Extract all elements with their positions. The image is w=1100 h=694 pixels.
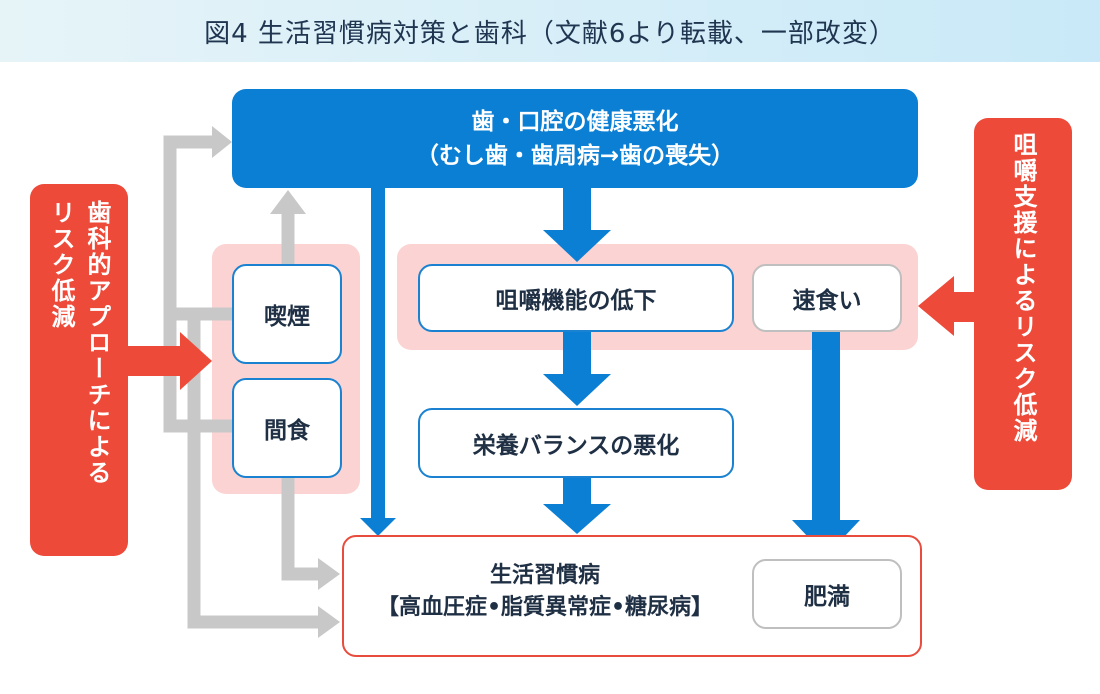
oral-to-mastication-shaft (563, 186, 591, 230)
mastication-support-col1: 咀嚼支援によるリスク低減 (1009, 132, 1037, 444)
snacking-to-disease-line (281, 478, 318, 581)
nutrition-to-disease-shaft (563, 478, 591, 506)
mastication-to-nutrition-shaft (563, 332, 591, 376)
red-arrows (128, 276, 974, 390)
oral-to-disease-shaft (371, 186, 385, 522)
lifestyle-disease-list: 【高血圧症•脂質異常症•糖尿病】 (376, 595, 714, 620)
smoking-box: 喫煙 (232, 264, 342, 364)
dental-approach-col1: 歯科的アプローチによる (83, 200, 111, 486)
oral-health-line1: 歯・口腔の健康悪化 (471, 108, 679, 135)
oral-health-line2: （むし歯・歯周病→歯の喪失） (415, 142, 735, 169)
gray-arrowhead-icon (318, 558, 340, 590)
mastication-support-label: 咀嚼支援によるリスク低減 (974, 118, 1072, 490)
gray-connectors (163, 135, 318, 629)
blue-arrowhead-icon (543, 374, 611, 406)
figure-title: 図4 生活習慣病対策と歯科（文献6より転載、一部改変） (0, 0, 1100, 62)
fast-eating-box: 速食い (752, 264, 902, 332)
lifestyle-disease-text: 生活習慣病 【高血圧症•脂質異常症•糖尿病】 (350, 560, 740, 624)
nutrition-worsening-box: 栄養バランスの悪化 (418, 408, 734, 478)
gray-arrowheads (212, 126, 340, 638)
snacking-box: 間食 (232, 378, 342, 478)
gray-arrowhead-icon (318, 606, 340, 638)
fasteating-to-obesity-shaft (812, 332, 840, 522)
blue-arrowhead-icon (360, 518, 396, 536)
blue-arrowhead-icon (543, 230, 611, 262)
oral-health-worsening-box: 歯・口腔の健康悪化 （むし歯・歯周病→歯の喪失） (232, 89, 918, 188)
right-red-shaft (950, 292, 974, 322)
dental-approach-label: 歯科的アプローチによる リスク低減 (30, 184, 128, 556)
gray-arrowhead-icon (212, 126, 232, 158)
red-arrowhead-icon (918, 276, 954, 336)
blue-arrows (360, 186, 860, 556)
lifestyle-disease-title: 生活習慣病 (489, 563, 600, 588)
red-arrowhead-icon (180, 332, 212, 390)
gray-arrowhead-icon (270, 190, 306, 214)
obesity-box: 肥満 (752, 559, 902, 629)
smoking-to-disease-line (187, 307, 318, 629)
snacking-to-oral-line (163, 142, 232, 433)
dental-approach-col2: リスク低減 (47, 200, 75, 330)
left-red-shaft (128, 346, 184, 376)
mastication-decline-box: 咀嚼機能の低下 (418, 264, 734, 332)
blue-arrowhead-icon (543, 504, 611, 534)
